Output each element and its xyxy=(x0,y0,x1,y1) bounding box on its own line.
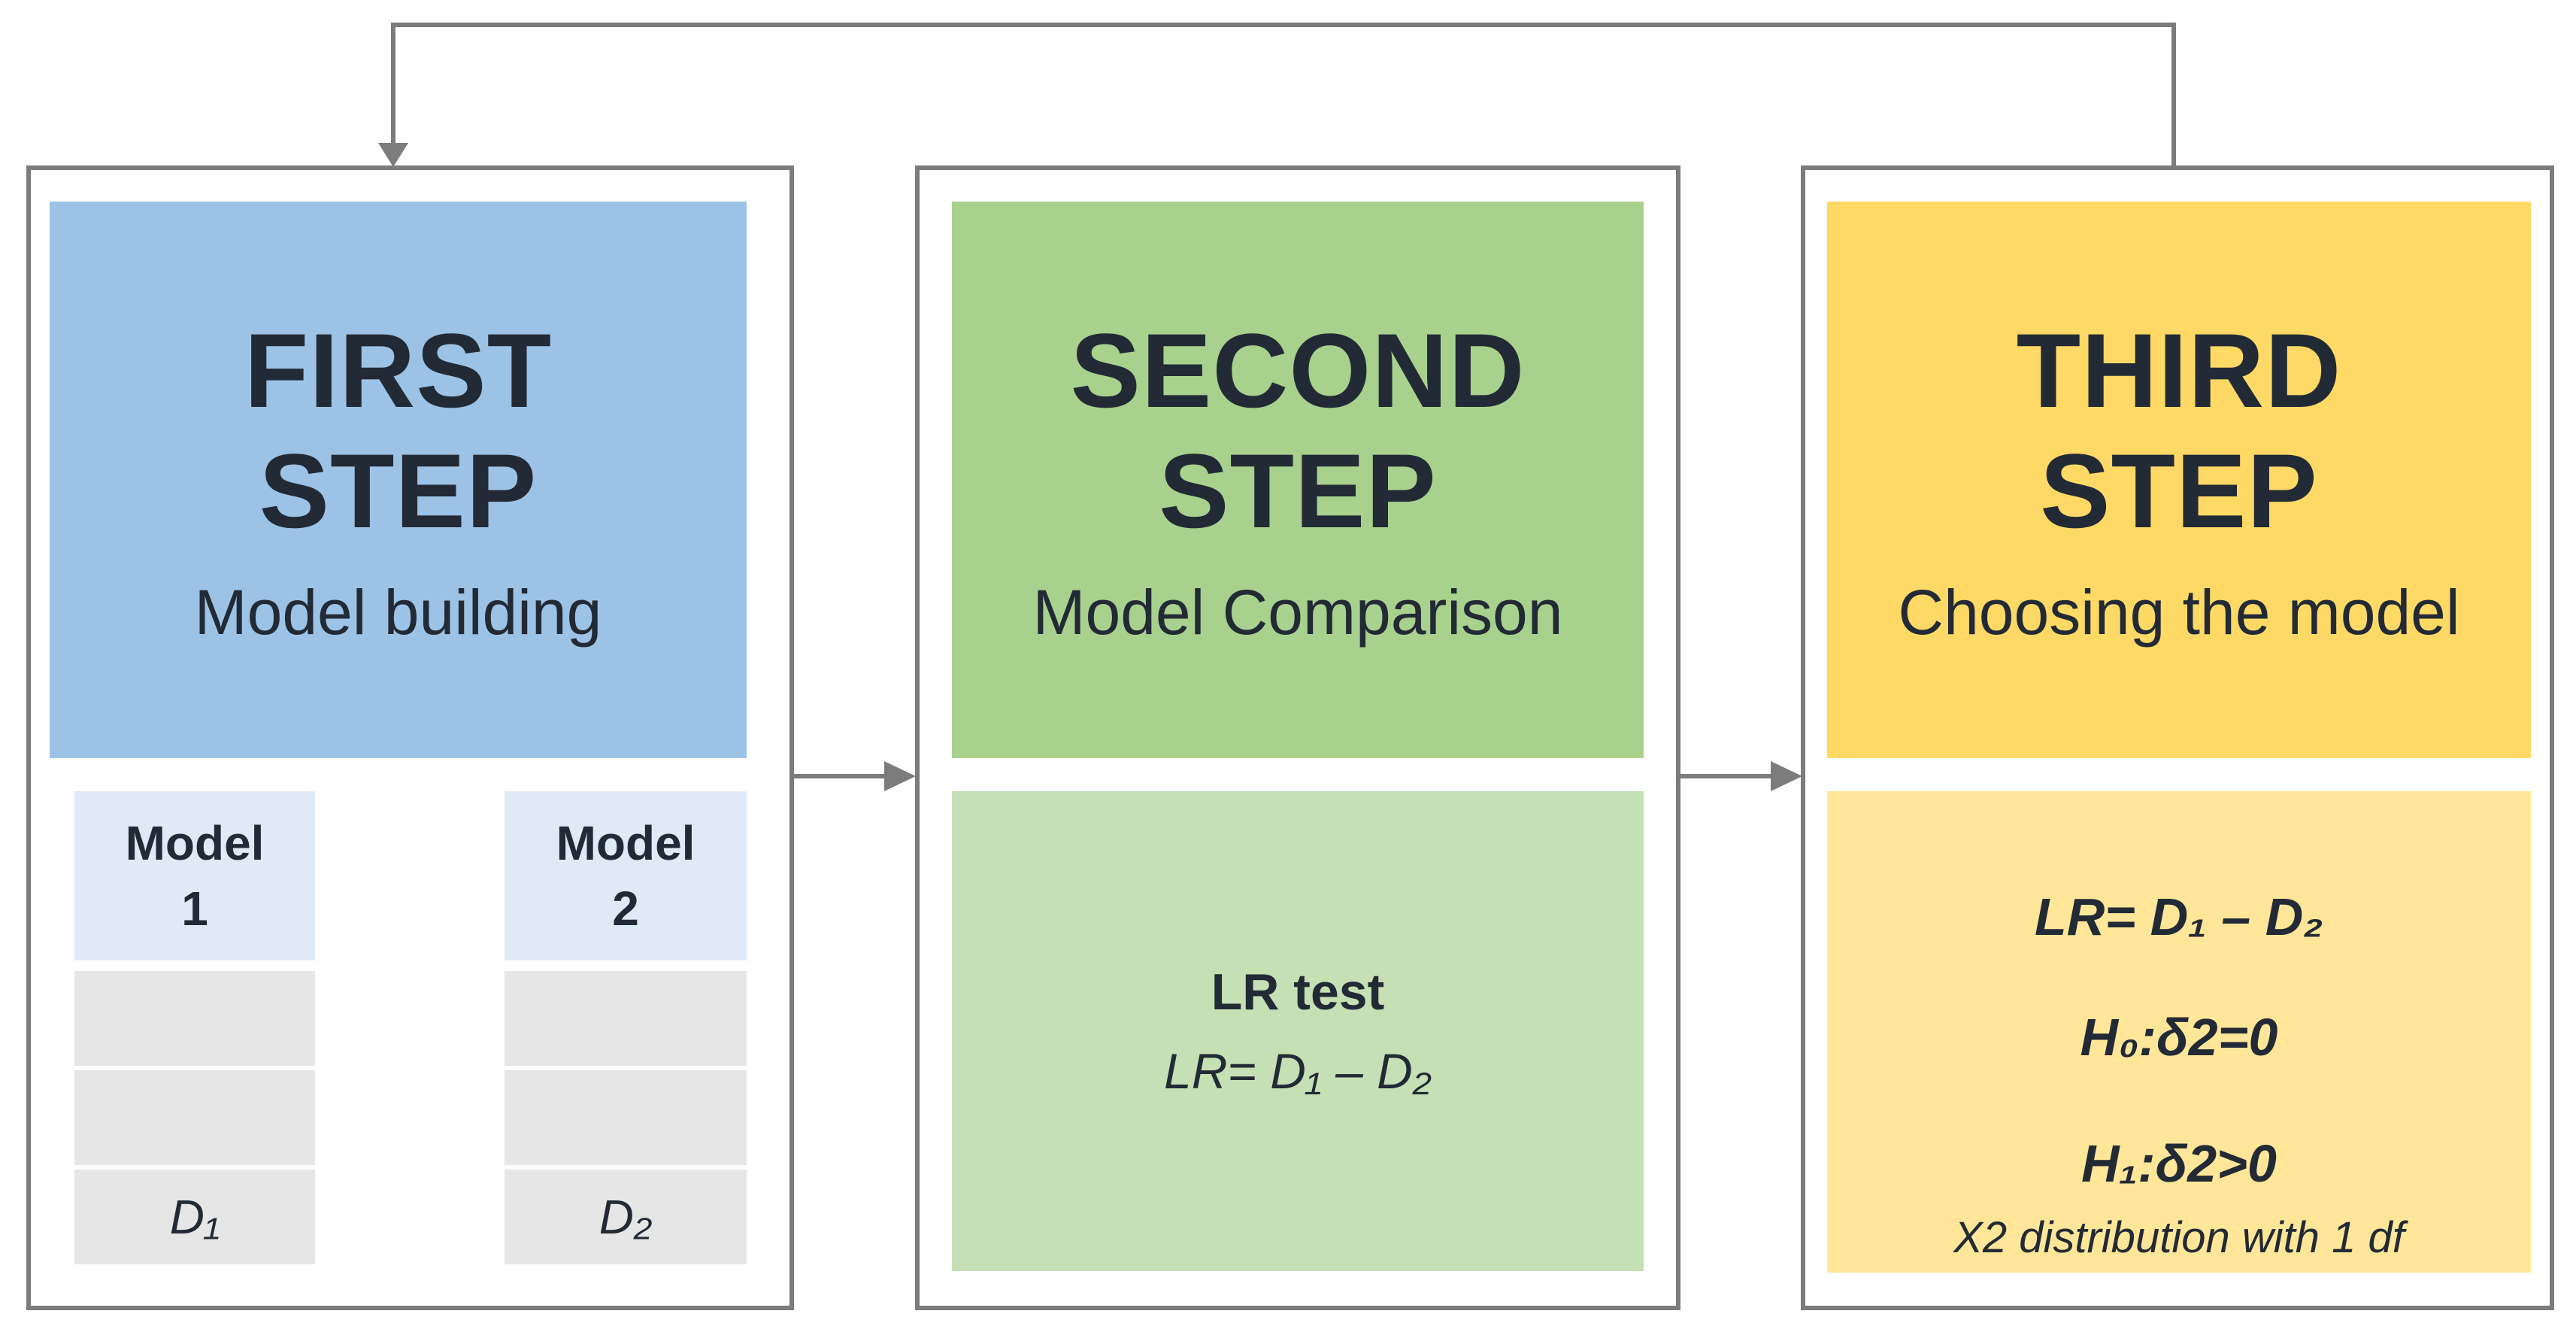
step2-title: SECOND STEP xyxy=(1070,311,1526,550)
feedback-line-right xyxy=(2171,23,2176,167)
model2-empty-cell xyxy=(505,971,747,1066)
step-box-second: SECOND STEP Model Comparison LR test LR=… xyxy=(915,165,1680,1310)
step2-header: SECOND STEP Model Comparison xyxy=(952,202,1644,758)
model1-deviance-cell: D₁ xyxy=(74,1170,315,1264)
lr-formula: LR= D₁ – D₂ xyxy=(2035,888,2323,946)
lr-test-formula: LR= D₁ – D₂ xyxy=(1164,1043,1432,1099)
feedback-line-left xyxy=(391,23,395,144)
arrow-right-icon xyxy=(884,761,916,791)
arrow-right-icon xyxy=(1771,761,1802,791)
distribution-note: X2 distribution with 1 df xyxy=(1953,1213,2405,1262)
arrow-down-icon xyxy=(378,143,408,167)
step3-header: THIRD STEP Choosing the model xyxy=(1827,202,2531,758)
step3-title: THIRD STEP xyxy=(2016,311,2342,550)
alternative-hypothesis: H₁:δ2>0 xyxy=(2081,1134,2277,1193)
step1-subtitle: Model building xyxy=(194,577,602,648)
lr-test-panel: LR test LR= D₁ – D₂ xyxy=(952,791,1644,1271)
step3-subtitle: Choosing the model xyxy=(1898,577,2460,648)
feedback-line-top xyxy=(391,23,2176,27)
connector-step1-step2 xyxy=(792,774,884,778)
model1-empty-cell xyxy=(74,971,315,1066)
connector-step2-step3 xyxy=(1679,774,1771,778)
model2-header-cell: Model 2 xyxy=(505,791,747,960)
model1-header-cell: Model 1 xyxy=(74,791,315,960)
step-box-first: FIRST STEP Model building Model 1 D₁ Mod… xyxy=(26,165,794,1310)
lr-test-heading: LR test xyxy=(1211,963,1385,1021)
model2-empty-cell xyxy=(505,1070,747,1165)
step2-subtitle: Model Comparison xyxy=(1032,577,1563,648)
step1-header: FIRST STEP Model building xyxy=(50,202,747,758)
model2-deviance-cell: D₂ xyxy=(505,1170,747,1264)
step-box-third: THIRD STEP Choosing the model LR= D₁ – D… xyxy=(1801,165,2554,1310)
decision-panel: LR= D₁ – D₂ H₀:δ2=0 H₁:δ2>0 X2 distribut… xyxy=(1827,791,2531,1273)
model1-empty-cell xyxy=(74,1070,315,1165)
model2-column: Model 2 D₂ xyxy=(505,170,747,1306)
step1-title: FIRST STEP xyxy=(244,311,553,550)
model1-column: Model 1 D₁ xyxy=(74,170,315,1306)
null-hypothesis: H₀:δ2=0 xyxy=(2080,1008,2278,1067)
